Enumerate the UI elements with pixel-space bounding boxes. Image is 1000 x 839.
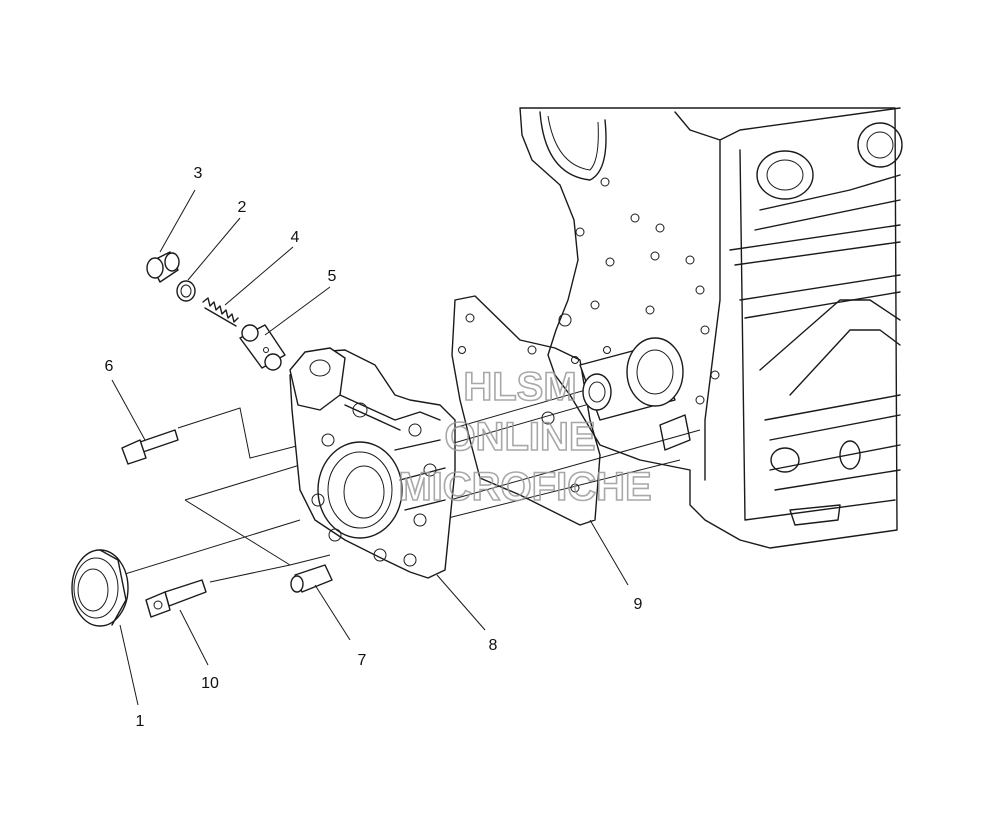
relief-valve (239, 324, 286, 371)
watermark: HLSM ONLINE MICROFICHE (398, 364, 653, 510)
callout-5: 5 (328, 268, 337, 285)
seal (71, 549, 129, 627)
gasket (451, 295, 601, 526)
washer (176, 280, 196, 302)
plug (146, 251, 180, 283)
callout-9: 9 (634, 596, 643, 613)
callout-1: 1 (136, 713, 145, 730)
pump-housing (289, 347, 456, 579)
shaft (579, 337, 684, 421)
watermark-line-2: ONLINE (444, 415, 595, 459)
callout-6: 6 (105, 358, 114, 375)
watermark-line-3: MICROFICHE (398, 465, 651, 509)
engine-block (519, 107, 903, 549)
callout-7: 7 (358, 652, 367, 669)
callout-4: 4 (291, 229, 300, 246)
watermark-line-1: HLSM (463, 365, 576, 409)
callout-labels: 1 2 3 4 5 6 7 8 9 10 (105, 165, 643, 730)
leader-lines (111, 189, 629, 706)
spring (202, 297, 239, 327)
callout-8: 8 (489, 637, 498, 654)
dowel (290, 564, 333, 593)
callout-2: 2 (238, 199, 247, 216)
plate-holes (558, 177, 720, 405)
callout-3: 3 (194, 165, 203, 182)
callout-10: 10 (201, 675, 219, 692)
bolt-short (145, 579, 207, 618)
bolt-long (121, 429, 179, 465)
